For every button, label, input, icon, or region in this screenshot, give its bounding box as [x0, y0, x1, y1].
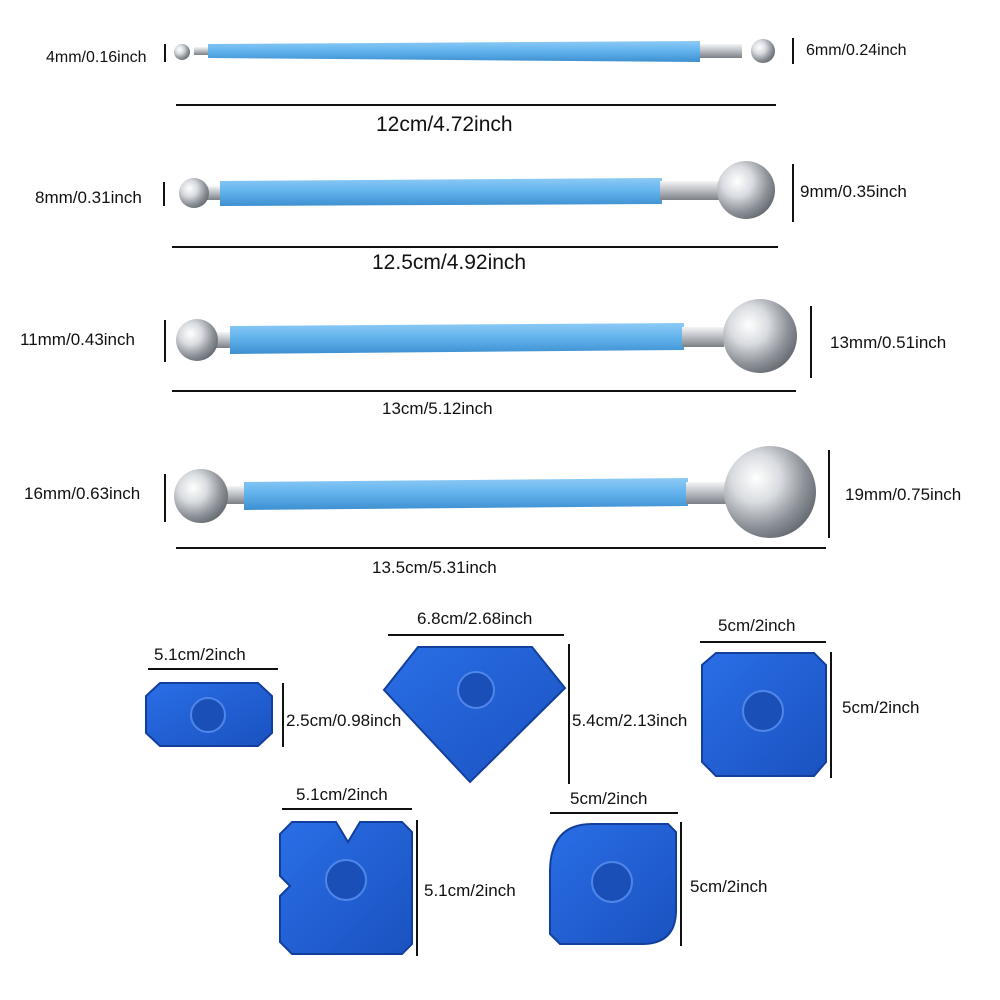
- width-line: [700, 641, 826, 643]
- stylus-1-length: 12cm/4.72inch: [376, 113, 513, 136]
- width-line: [388, 634, 564, 636]
- scraper-2-height: 5.4cm/2.13inch: [572, 711, 688, 730]
- stylus-1-left-size: 4mm/0.16inch: [46, 49, 147, 66]
- length-line: [176, 547, 826, 549]
- scraper-5-height: 5cm/2inch: [690, 877, 768, 896]
- scraper-1-height: 2.5cm/0.98inch: [286, 711, 402, 730]
- width-line: [550, 812, 678, 814]
- scraper-3-height: 5cm/2inch: [842, 698, 920, 717]
- stylus-2-left-size: 8mm/0.31inch: [35, 188, 142, 207]
- scraper-2-width: 6.8cm/2.68inch: [417, 609, 533, 628]
- height-line: [416, 820, 418, 956]
- length-line: [176, 104, 776, 106]
- scraper-5-width: 5cm/2inch: [570, 789, 648, 808]
- stylus-tool-2: [179, 161, 775, 219]
- ball-tip-large: [717, 161, 775, 219]
- scraper-square: [701, 652, 827, 777]
- stylus-tool-4: [174, 446, 816, 538]
- scraper-3-width: 5cm/2inch: [718, 616, 796, 635]
- ball-tip-large: [724, 446, 816, 538]
- width-line: [148, 668, 278, 670]
- stylus-4-right-size: 19mm/0.75inch: [845, 485, 962, 504]
- stylus-2-length: 12.5cm/4.92inch: [372, 251, 527, 274]
- ball-tip-small: [174, 44, 190, 60]
- dimension-tick: [810, 306, 812, 378]
- dimension-tick: [828, 450, 830, 538]
- dimension-tick: [792, 38, 794, 64]
- scraper-rectangle: [145, 682, 273, 747]
- scraper-1-width: 5.1cm/2inch: [154, 645, 246, 664]
- length-line: [172, 390, 796, 392]
- height-line: [568, 644, 570, 784]
- ball-tip-large: [723, 299, 797, 373]
- stylus-4-left-size: 16mm/0.63inch: [24, 484, 141, 503]
- stylus-tool-3: [176, 299, 797, 373]
- stylus-2-right-size: 9mm/0.35inch: [800, 182, 907, 201]
- stylus-3-left-size: 11mm/0.43inch: [20, 330, 135, 349]
- stylus-3-length: 13cm/5.12inch: [382, 399, 493, 418]
- stylus-tool-1: [174, 39, 775, 63]
- ball-tip-small: [174, 469, 228, 523]
- dimension-tick: [164, 44, 166, 62]
- dimension-tick: [163, 182, 165, 206]
- scraper-notched: [279, 821, 413, 955]
- dimension-tick: [164, 474, 166, 522]
- dimension-tick: [164, 320, 166, 362]
- length-line: [172, 246, 778, 248]
- height-line: [282, 683, 284, 747]
- ball-tip-large: [751, 39, 775, 63]
- scraper-4-height: 5.1cm/2inch: [424, 881, 516, 900]
- scraper-diamond: [382, 646, 567, 784]
- stylus-4-length: 13.5cm/5.31inch: [372, 558, 497, 577]
- ball-tip-small: [179, 178, 209, 208]
- stylus-1-right-size: 6mm/0.24inch: [806, 42, 907, 59]
- ball-tip-small: [176, 319, 218, 361]
- scraper-4-width: 5.1cm/2inch: [296, 785, 388, 804]
- width-line: [282, 808, 412, 810]
- dimension-tick: [792, 164, 794, 222]
- scraper-leaf: [549, 823, 677, 945]
- height-line: [830, 652, 832, 778]
- height-line: [680, 822, 682, 946]
- stylus-3-right-size: 13mm/0.51inch: [830, 333, 947, 352]
